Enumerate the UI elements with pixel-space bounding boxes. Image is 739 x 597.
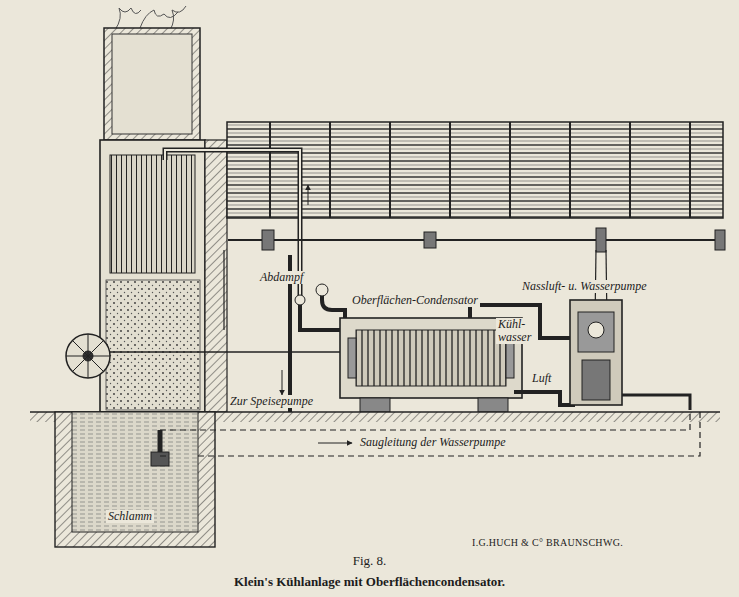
part-label: Saugleitung der Wasserpumpe [358,436,508,449]
part-label: Kühl- wasser [496,318,536,344]
part-label: Luft [530,372,553,385]
part-label: Nassluft- u. Wasserpumpe [520,280,649,293]
part-label: I.G.HUCH & C° BRAUNSCHWG. [470,536,625,549]
figure-caption: Klein's Kühlanlage mit Oberflächenconden… [0,574,739,590]
part-label: Abdampf [258,271,305,284]
part-label: Schlamm [106,510,154,523]
part-label: Zur Speisepumpe [228,395,315,408]
figure-number: Fig. 8. [351,554,389,567]
part-label: Oberflächen-Condensator [350,294,480,307]
